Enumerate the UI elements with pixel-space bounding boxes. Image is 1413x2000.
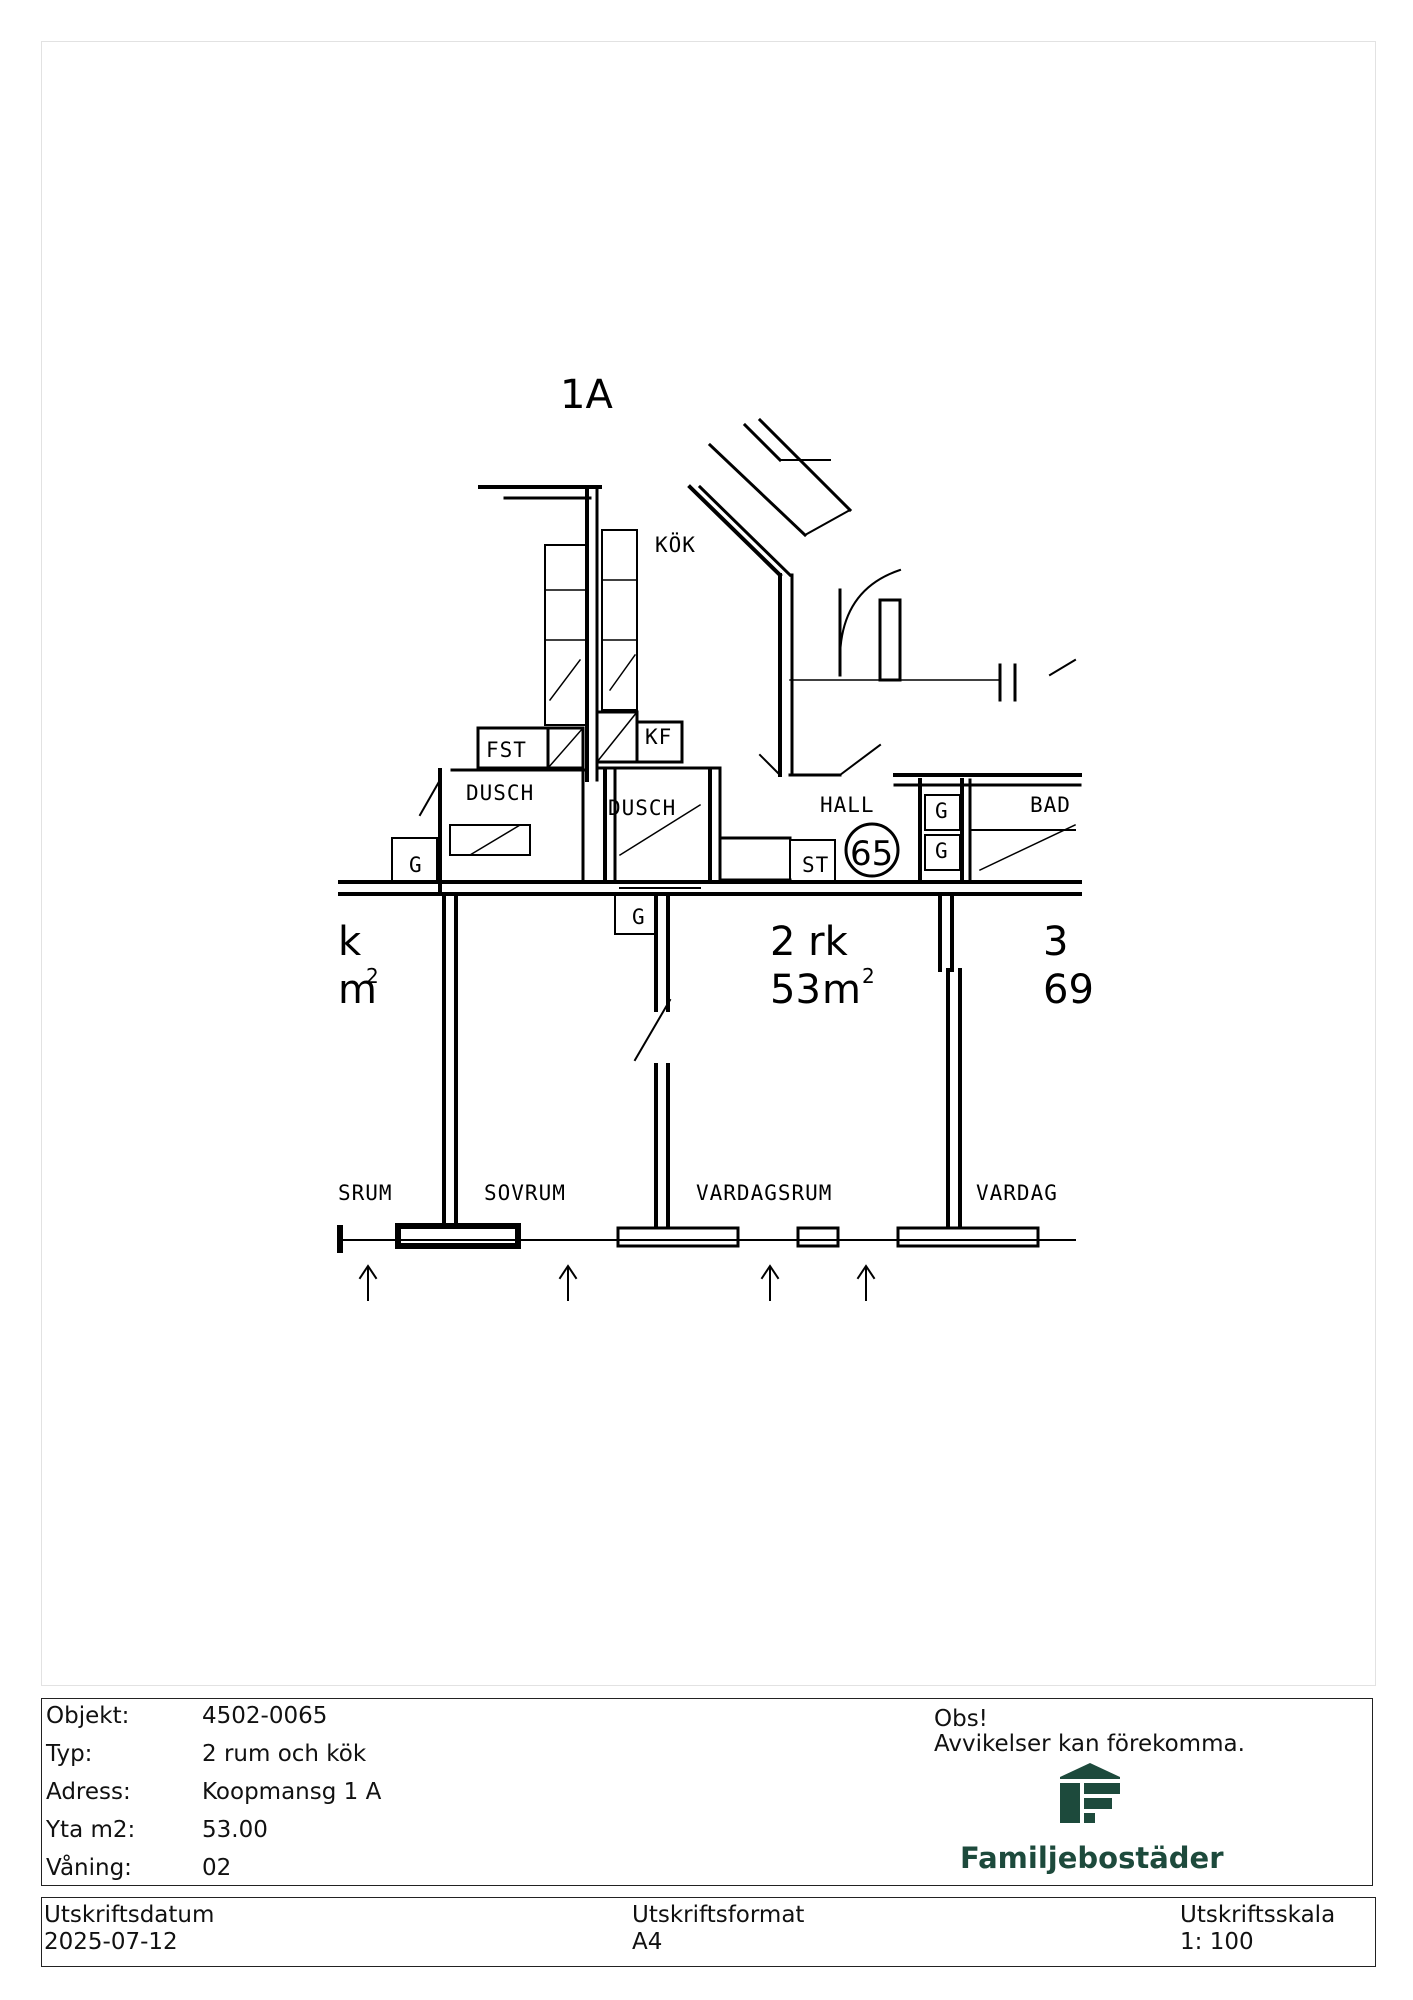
partition-walls: [442, 892, 962, 1227]
print-format: Utskriftsformat A4: [632, 1902, 804, 1956]
room-label-vardagsrum-right: VARDAG: [976, 1181, 1058, 1205]
building-label: 1A: [560, 372, 613, 418]
entrance-arrows: [358, 1264, 876, 1301]
storage-boxes: [476, 710, 722, 770]
info-key: Yta m2:: [46, 1817, 136, 1843]
print-info-box: Utskriftsdatum 2025-07-12 Utskriftsforma…: [41, 1897, 1376, 1967]
hall-walls: [718, 568, 1077, 883]
print-format-label: Utskriftsformat: [632, 1902, 805, 1928]
room-label-sovrum-left: SRUM: [338, 1181, 393, 1205]
corridor-walls: [338, 880, 1082, 896]
neighbor-left-area-sup: 2: [366, 964, 379, 988]
apartment-area-unit: m: [822, 967, 861, 1013]
fixture-label-g-3: G: [935, 839, 949, 863]
neighbor-right-area: 69: [1043, 967, 1094, 1013]
fixture-label-g-2: G: [935, 799, 949, 823]
company-logo: Familjebostäder: [960, 1763, 1224, 1878]
info-box: Objekt: 4502-0065 Typ: 2 rum och kök Adr…: [41, 1698, 1373, 1886]
info-value: 53.00: [202, 1817, 268, 1843]
room-label-bad: BAD: [1030, 793, 1071, 817]
room-label-vardagsrum: VARDAGSRUM: [696, 1181, 832, 1205]
info-value: 2 rum och kök: [202, 1741, 367, 1767]
neighbor-left-type: k: [338, 919, 362, 965]
fixture-label-g-1: G: [409, 853, 423, 877]
room-label-sovrum: SOVRUM: [484, 1181, 566, 1205]
room-label-dusch-center: DUSCH: [608, 796, 676, 820]
floorplan-frame: [41, 41, 1376, 1686]
logo-house-icon: [1060, 1763, 1120, 1823]
fixture-label-g-4: G: [632, 905, 646, 929]
room-label-fst: FST: [486, 738, 527, 762]
room-label-hall: HALL: [820, 793, 875, 817]
bathroom-walls: [391, 768, 722, 892]
print-format-value: A4: [632, 1929, 663, 1955]
print-date-label: Utskriftsdatum: [44, 1902, 215, 1928]
info-value: 02: [202, 1855, 232, 1881]
logo-wordmark: Familjebostäder: [960, 1841, 1224, 1875]
neighbor-left-area-unit: m: [338, 967, 377, 1013]
print-date-value: 2025-07-12: [44, 1929, 178, 1955]
room-label-kok: KÖK: [655, 532, 696, 557]
obs-text: Avvikelser kan förekomma.: [934, 1731, 1245, 1757]
info-key: Objekt:: [46, 1703, 130, 1729]
facade-windows: [337, 1223, 1076, 1253]
apartment-area-sup: 2: [862, 964, 875, 988]
info-key: Adress:: [46, 1779, 131, 1805]
info-key: Typ:: [46, 1741, 93, 1767]
print-date: Utskriftsdatum 2025-07-12: [44, 1902, 214, 1956]
info-value: Koopmansg 1 A: [202, 1779, 382, 1805]
print-scale-value: 1: 100: [1180, 1929, 1254, 1955]
room-label-dusch-left: DUSCH: [466, 781, 534, 805]
obs-note: Obs! Avvikelser kan förekomma.: [934, 1707, 1245, 1757]
print-scale: Utskriftsskala 1: 100: [1180, 1902, 1335, 1956]
info-value: 4502-0065: [202, 1703, 328, 1729]
neighbor-right-type: 3: [1043, 919, 1068, 965]
obs-title: Obs!: [934, 1706, 988, 1732]
print-scale-label: Utskriftsskala: [1180, 1902, 1336, 1928]
info-key: Våning:: [46, 1855, 132, 1881]
room-label-kf: KF: [645, 725, 672, 749]
apartment-area: 53 m 2: [770, 964, 875, 1013]
apartment-area-value: 53: [770, 967, 821, 1013]
right-bath-walls: [893, 773, 1082, 882]
apartment-type: 2 rk: [770, 919, 849, 965]
apartment-number: 65: [850, 834, 893, 874]
fixture-label-st: ST: [802, 853, 829, 877]
kitchen-cabinets: [544, 529, 638, 726]
